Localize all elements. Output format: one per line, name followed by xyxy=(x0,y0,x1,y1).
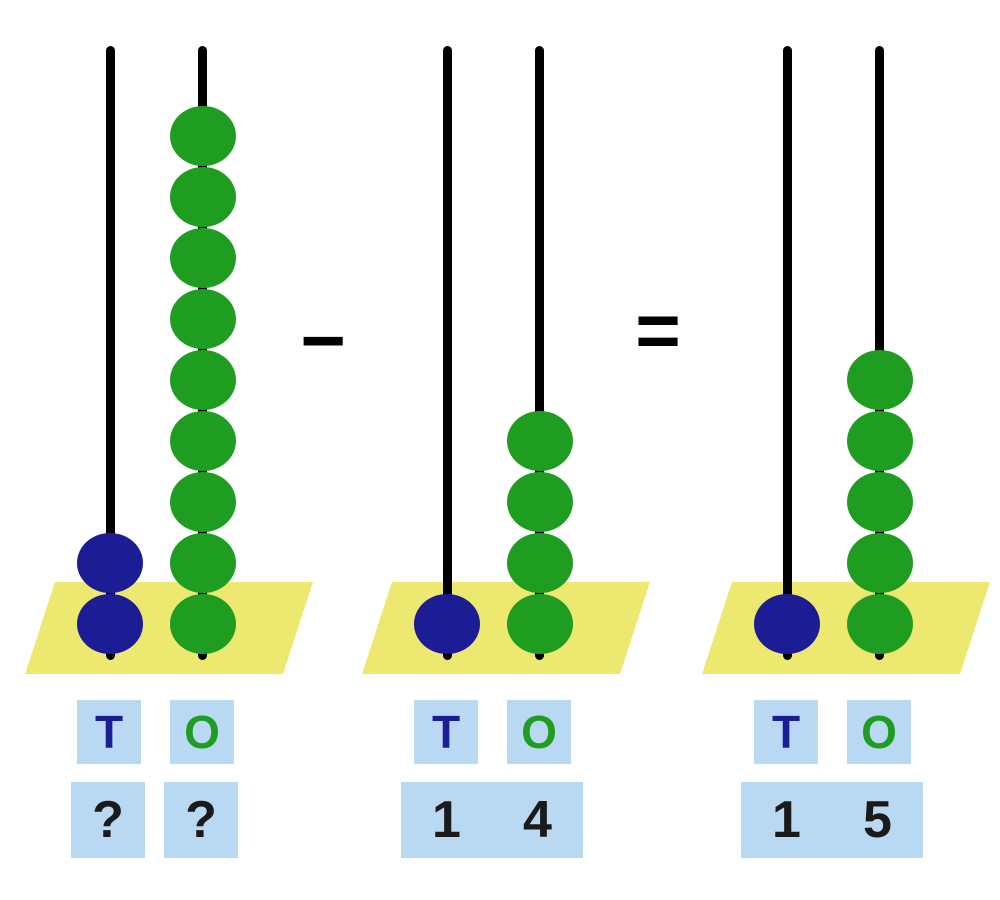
ones-value-box: ? xyxy=(164,782,238,858)
tens-rod xyxy=(106,46,115,660)
tens-rod xyxy=(783,46,792,660)
ones-place-label: O xyxy=(170,700,234,764)
ones-bead xyxy=(847,472,913,532)
ones-bead xyxy=(170,228,236,288)
ones-value: 5 xyxy=(863,791,892,849)
ones-place-label: O xyxy=(847,700,911,764)
tens-bead xyxy=(77,594,143,654)
tens-value-box: ? xyxy=(71,782,145,858)
ones-bead xyxy=(170,106,236,166)
abacus-base xyxy=(362,582,650,674)
ones-bead xyxy=(170,411,236,471)
tens-place-label: T xyxy=(77,700,141,764)
ones-bead xyxy=(507,594,573,654)
ones-bead xyxy=(847,411,913,471)
minus-sign: − xyxy=(300,295,346,384)
ones-bead xyxy=(170,289,236,349)
ones-bead xyxy=(170,167,236,227)
ones-value: 4 xyxy=(523,791,552,849)
ones-bead xyxy=(507,472,573,532)
tens-place-label: T xyxy=(414,700,478,764)
tens-bead xyxy=(754,594,820,654)
ones-bead xyxy=(507,533,573,593)
tens-bead xyxy=(77,533,143,593)
ones-bead xyxy=(170,472,236,532)
abacus-base xyxy=(702,582,990,674)
abacus-base xyxy=(25,582,313,674)
ones-rod xyxy=(535,46,544,660)
tens-rod xyxy=(443,46,452,660)
ones-bead xyxy=(847,350,913,410)
ones-bead xyxy=(847,533,913,593)
ones-bead xyxy=(170,350,236,410)
equals-sign: = xyxy=(635,285,681,374)
ones-bead xyxy=(170,594,236,654)
tens-place-label: T xyxy=(754,700,818,764)
tens-value: 1 xyxy=(432,791,461,849)
tens-bead xyxy=(414,594,480,654)
ones-bead xyxy=(847,594,913,654)
tens-value: 1 xyxy=(772,791,801,849)
ones-bead xyxy=(507,411,573,471)
ones-bead xyxy=(170,533,236,593)
ones-place-label: O xyxy=(507,700,571,764)
